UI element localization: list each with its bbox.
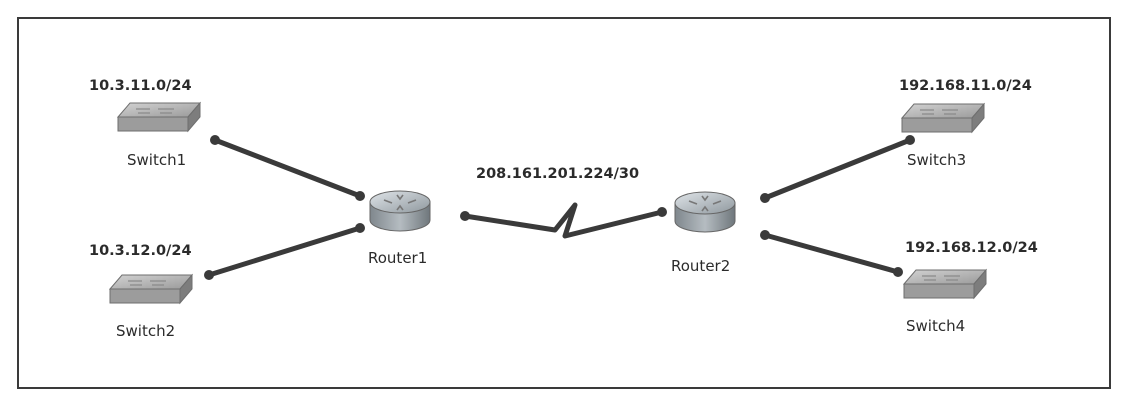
- link-router1-router2-serial: [462, 202, 665, 239]
- port-dot-router2-sw3: [760, 193, 770, 203]
- switch2-label: Switch2: [116, 322, 175, 340]
- switch4-label: Switch4: [906, 317, 965, 335]
- port-dot-router2-wan: [657, 207, 667, 217]
- switch3-network-label: 192.168.11.0/24: [899, 78, 1032, 94]
- port-dot-switch2: [204, 270, 214, 280]
- port-dot-router1-sw1: [355, 191, 365, 201]
- switch4-network-label: 192.168.12.0/24: [905, 240, 1038, 256]
- router2-label: Router2: [671, 257, 730, 275]
- router1-icon[interactable]: [369, 190, 431, 232]
- switch2-icon[interactable]: [109, 274, 193, 304]
- wan-network-label: 208.161.201.224/30: [476, 166, 639, 182]
- link-switch1-router1: [212, 137, 363, 199]
- link-switch2-router1: [206, 225, 363, 278]
- port-dot-switch4: [893, 267, 903, 277]
- switch1-network-label: 10.3.11.0/24: [89, 78, 192, 94]
- router2-icon[interactable]: [674, 191, 736, 233]
- diagram-frame: [17, 17, 1111, 389]
- switch4-icon[interactable]: [903, 269, 987, 299]
- port-dot-router2-sw4: [760, 230, 770, 240]
- port-dot-router1-wan: [460, 211, 470, 221]
- router1-label: Router1: [368, 249, 427, 267]
- switch3-icon[interactable]: [901, 103, 985, 133]
- link-router2-switch3: [762, 137, 913, 201]
- port-dot-switch1: [210, 135, 220, 145]
- switch1-icon[interactable]: [117, 102, 201, 132]
- switch1-label: Switch1: [127, 151, 186, 169]
- switch3-label: Switch3: [907, 151, 966, 169]
- link-router2-switch4: [762, 232, 901, 275]
- port-dot-switch3: [905, 135, 915, 145]
- port-dot-router1-sw2: [355, 223, 365, 233]
- switch2-network-label: 10.3.12.0/24: [89, 243, 192, 259]
